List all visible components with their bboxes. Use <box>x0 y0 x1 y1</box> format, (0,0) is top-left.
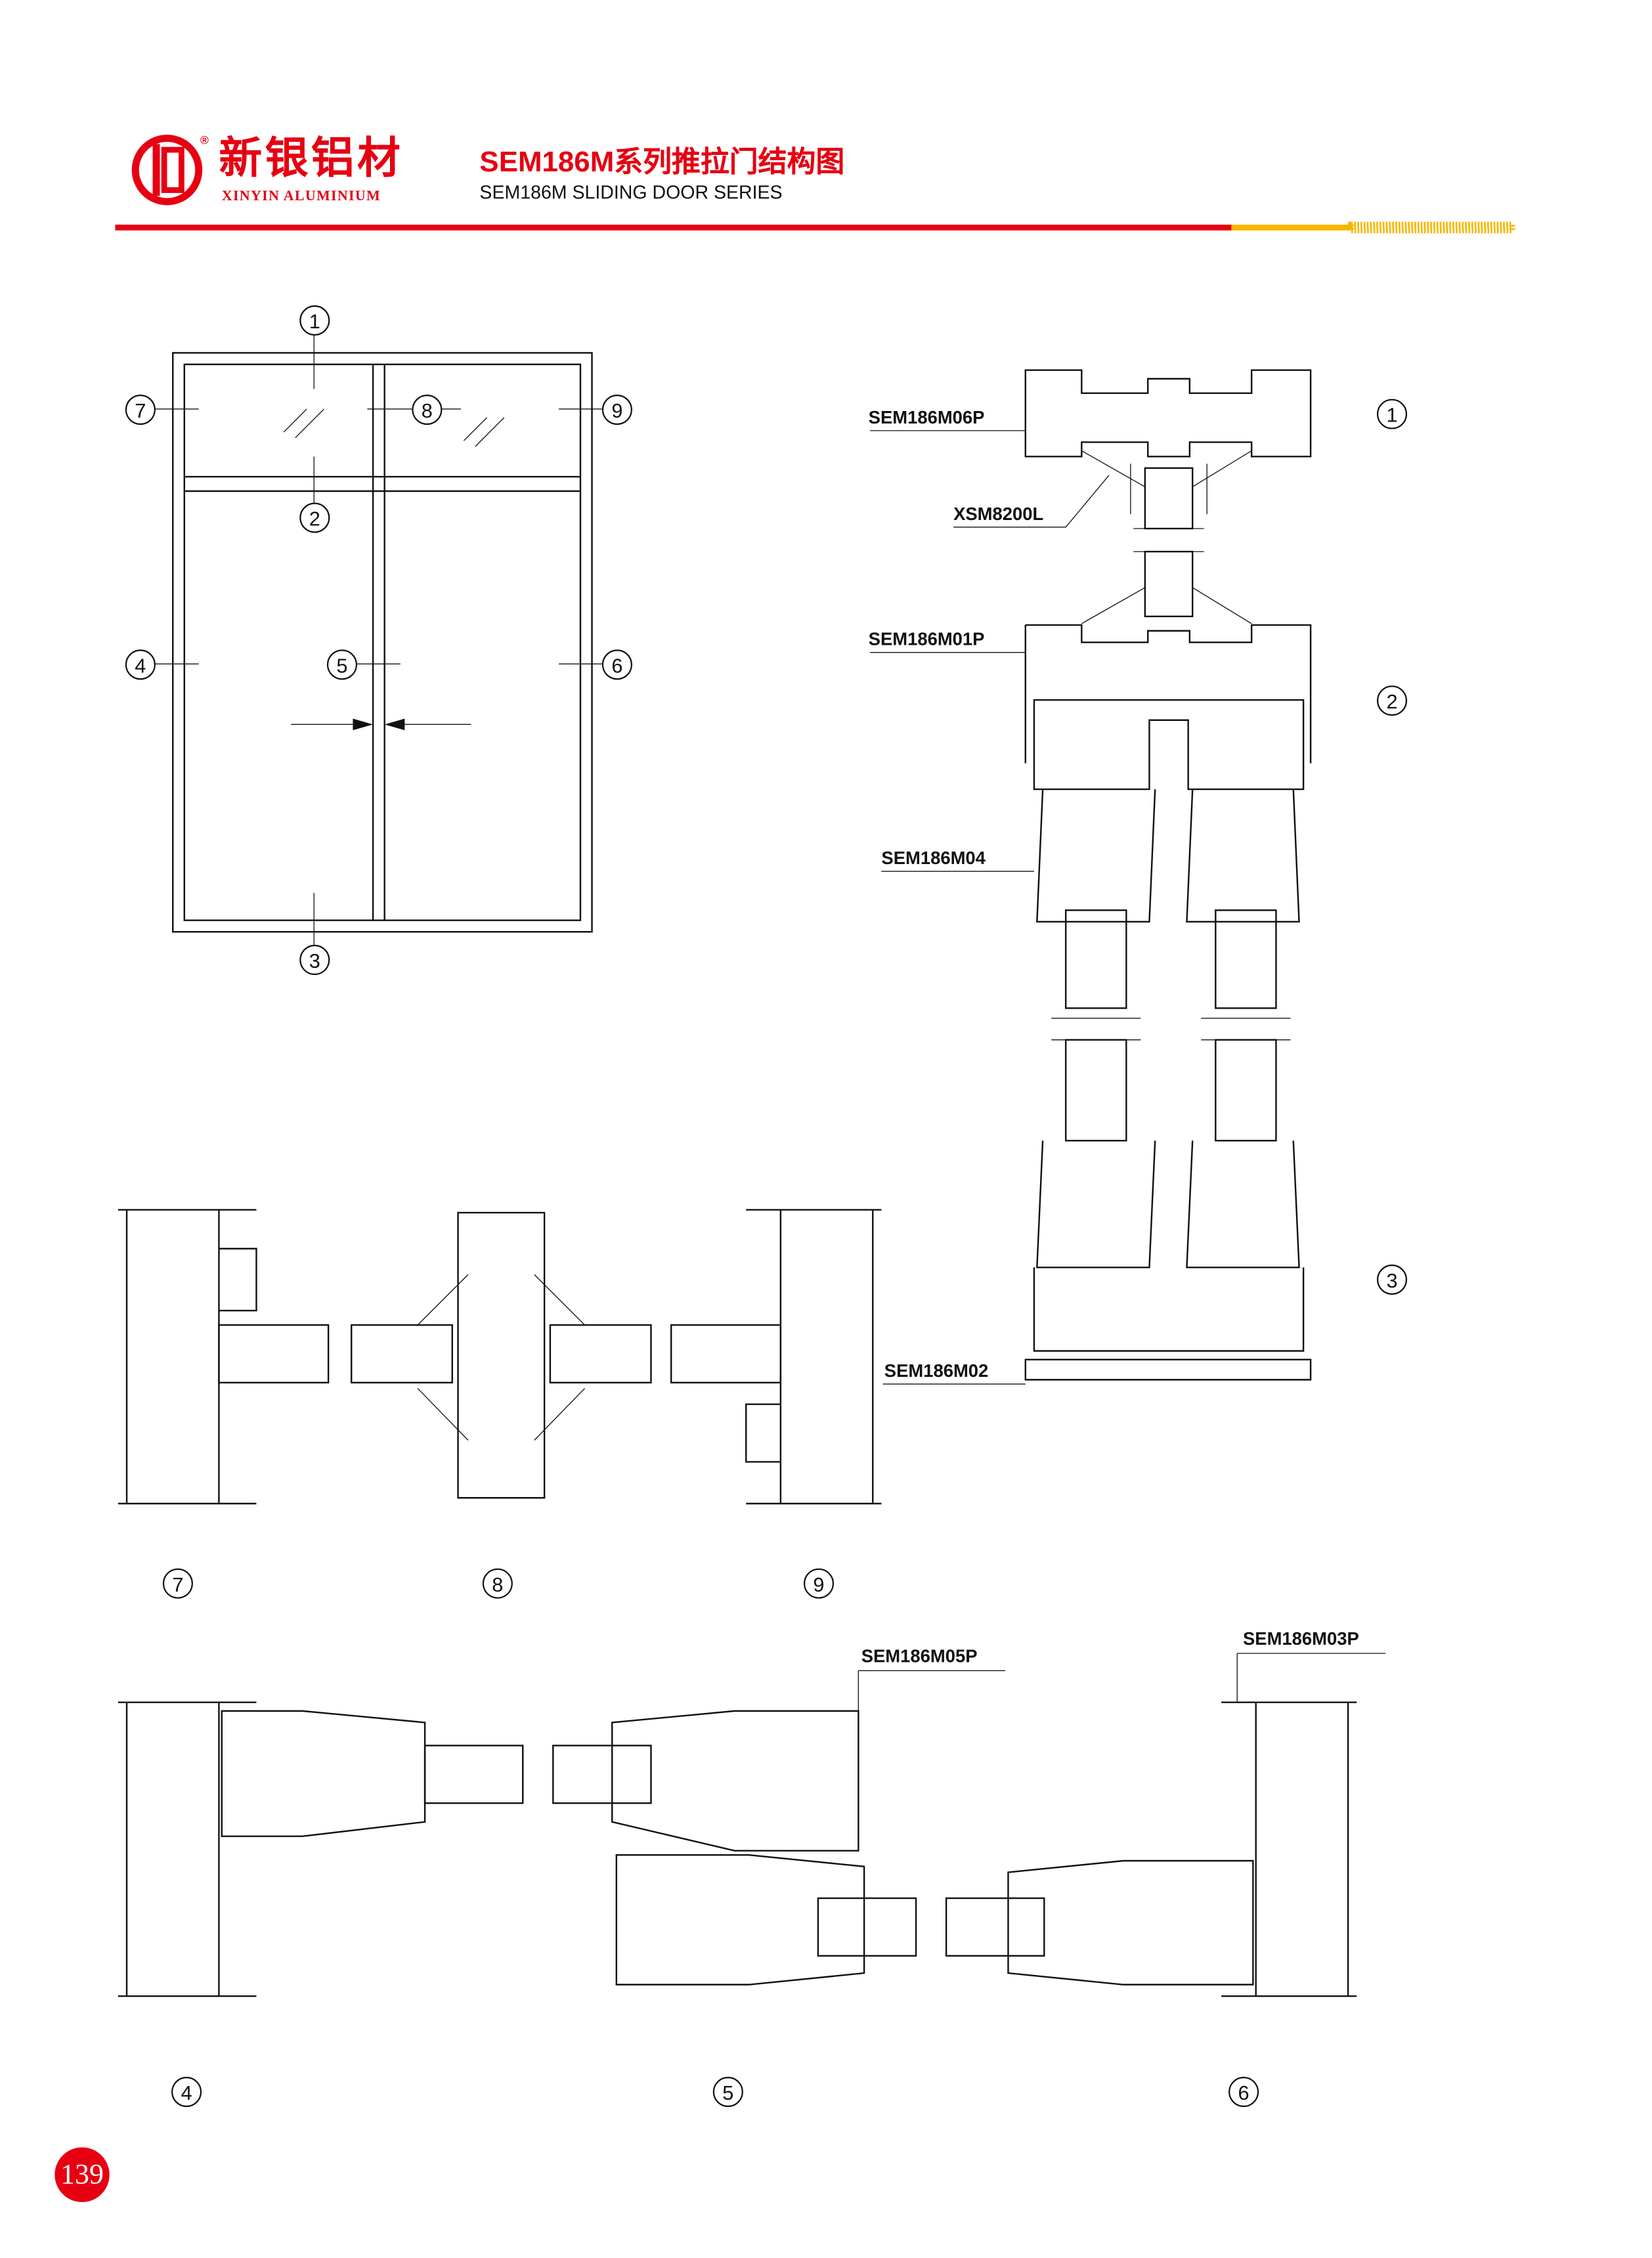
brand-name-en: XINYIN ALUMINIUM <box>221 188 381 205</box>
header-rule <box>115 221 1515 234</box>
label-sem186m06p: SEM186M06P <box>868 407 985 428</box>
label-sem186m05p: SEM186M05P <box>861 1646 978 1666</box>
door-elevation <box>154 334 602 945</box>
callout-8: 8 <box>412 395 443 425</box>
callout-4: 4 <box>125 649 156 680</box>
page-title-en: SEM186M SLIDING DOOR SERIES <box>479 181 783 204</box>
vertical-section <box>869 369 1312 1385</box>
registered-mark: ® <box>200 133 209 147</box>
page-number-badge <box>54 2147 110 2202</box>
callout-7: 7 <box>125 395 156 425</box>
page-number: 139 <box>60 2159 104 2191</box>
section-callout-9: 9 <box>803 1568 835 1599</box>
callout-2: 2 <box>299 502 330 533</box>
label-sem186m01p: SEM186M01P <box>868 629 985 650</box>
section-callout-6: 6 <box>1228 2077 1259 2108</box>
horizontal-section-lower <box>118 1653 1386 1997</box>
label-sem186m02: SEM186M02 <box>884 1360 989 1381</box>
section-callout-8: 8 <box>482 1568 513 1599</box>
page-title-cn: SEM186M系列推拉门结构图 <box>479 146 845 179</box>
section-callout-2: 2 <box>1376 685 1408 716</box>
callout-5: 5 <box>326 649 357 680</box>
callout-1: 1 <box>299 305 330 336</box>
section-callout-5: 5 <box>712 2077 743 2108</box>
section-callout-1: 1 <box>1376 399 1408 429</box>
logo-mark-icon <box>131 135 203 206</box>
callout-3: 3 <box>299 944 330 975</box>
brand-name-cn: 新银铝材 <box>219 135 404 183</box>
section-callout-7: 7 <box>162 1568 193 1599</box>
label-sem186m03p: SEM186M03P <box>1242 1628 1359 1649</box>
label-sem186m04: SEM186M04 <box>881 848 986 869</box>
section-callout-4: 4 <box>171 2077 202 2108</box>
section-callout-3: 3 <box>1376 1264 1408 1295</box>
callout-9: 9 <box>601 395 632 425</box>
label-xsm8200l: XSM8200L <box>953 504 1044 525</box>
horizontal-section-upper <box>118 1209 882 1505</box>
callout-6: 6 <box>601 649 632 680</box>
